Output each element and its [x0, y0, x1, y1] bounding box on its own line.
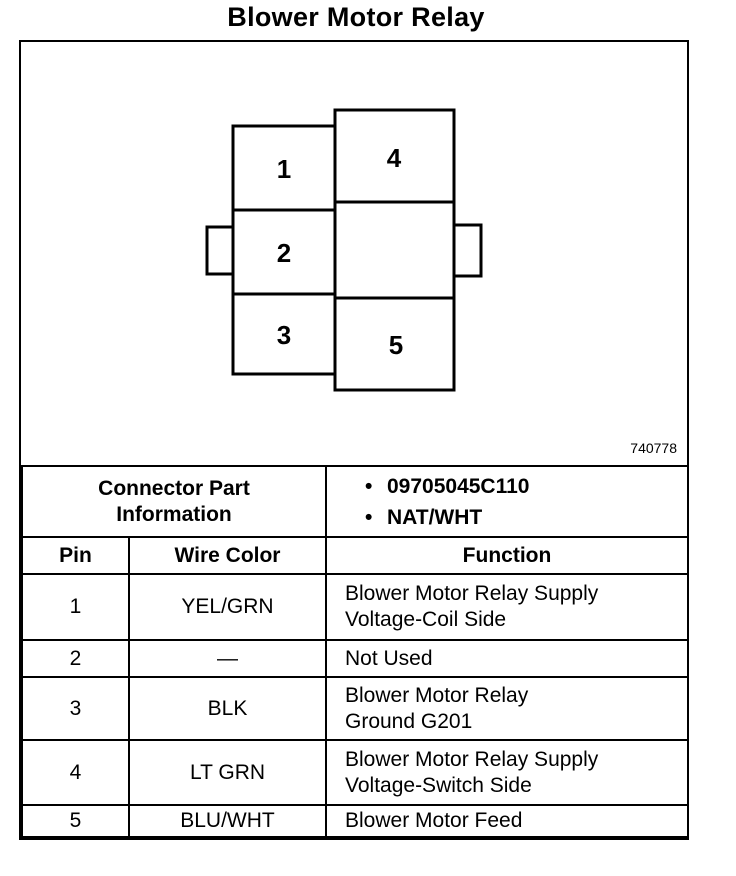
header-wire-color: Wire Color — [128, 536, 327, 575]
connector-info-row: Connector Part Information • 09705045C110… — [21, 465, 689, 538]
right-cavity-column — [333, 108, 456, 392]
function-line: Voltage-Switch Side — [345, 773, 532, 797]
table-row: 5 BLU/WHT Blower Motor Feed — [21, 804, 689, 838]
pin-cell: 4 — [21, 739, 130, 806]
table-row: 1 YEL/GRN Blower Motor Relay Supply Volt… — [21, 573, 689, 641]
table-row: 3 BLK Blower Motor Relay Ground G201 — [21, 676, 689, 741]
bullet-icon: • — [365, 505, 373, 529]
pin-label-4: 4 — [387, 143, 402, 173]
function-cell: Not Used — [325, 639, 689, 678]
function-cell: Blower Motor Relay Supply Voltage-Coil S… — [325, 573, 689, 641]
wire-color-cell: BLU/WHT — [128, 804, 327, 838]
connector-info-values: • 09705045C110 • NAT/WHT — [325, 465, 689, 538]
connector-diagram: 1 2 3 4 5 740778 — [21, 42, 687, 466]
function-line: Voltage-Coil Side — [345, 608, 507, 631]
connector-info-label: Connector Part Information — [21, 465, 327, 538]
connector-chart: 1 2 3 4 5 740778 Connector Part Informat… — [19, 40, 689, 840]
function-line: Blower Motor Relay Supply — [345, 747, 599, 771]
pin-label-3: 3 — [277, 320, 291, 350]
pin-cell: 2 — [21, 639, 130, 678]
function-line: Not Used — [345, 646, 433, 670]
pin-cell: 3 — [21, 676, 130, 741]
connector-info-label-line2: Information — [116, 502, 232, 526]
left-latch — [205, 225, 233, 276]
function-line: Ground G201 — [345, 709, 473, 733]
pin-label-1: 1 — [277, 154, 291, 184]
table-header-row: Pin Wire Color Function — [21, 536, 689, 575]
header-function: Function — [325, 536, 689, 575]
pin-label-2: 2 — [277, 238, 291, 268]
function-cell: Blower Motor Feed — [325, 804, 689, 838]
connector-info-label-line1: Connector Part — [98, 476, 250, 500]
wire-color-cell: YEL/GRN — [128, 573, 327, 641]
connector-info-item: • NAT/WHT — [365, 502, 677, 533]
pin-cell: 1 — [21, 573, 130, 641]
table-row: 2 — Not Used — [21, 639, 689, 678]
wire-color-cell: — — [128, 639, 327, 678]
connector-pin-table: Connector Part Information • 09705045C110… — [21, 465, 689, 838]
right-latch — [454, 223, 483, 278]
header-pin: Pin — [21, 536, 130, 575]
pin-label-5: 5 — [389, 330, 403, 360]
table-row: 4 LT GRN Blower Motor Relay Supply Volta… — [21, 739, 689, 806]
connector-part-number: 09705045C110 — [387, 474, 530, 498]
bullet-icon: • — [365, 474, 373, 498]
page-title: Blower Motor Relay — [227, 2, 485, 32]
function-cell: Blower Motor Relay Supply Voltage-Switch… — [325, 739, 689, 806]
wire-color-cell: BLK — [128, 676, 327, 741]
connector-face-drawing: 1 2 3 4 5 — [205, 108, 483, 392]
function-line: Blower Motor Feed — [345, 809, 523, 832]
pin-cell: 5 — [21, 804, 130, 838]
wire-color-cell: LT GRN — [128, 739, 327, 806]
connector-color: NAT/WHT — [387, 505, 483, 529]
function-line: Blower Motor Relay Supply — [345, 582, 599, 605]
figure-id: 740778 — [630, 440, 677, 456]
function-line: Blower Motor Relay — [345, 683, 529, 707]
connector-info-item: • 09705045C110 — [365, 471, 677, 502]
function-cell: Blower Motor Relay Ground G201 — [325, 676, 689, 741]
